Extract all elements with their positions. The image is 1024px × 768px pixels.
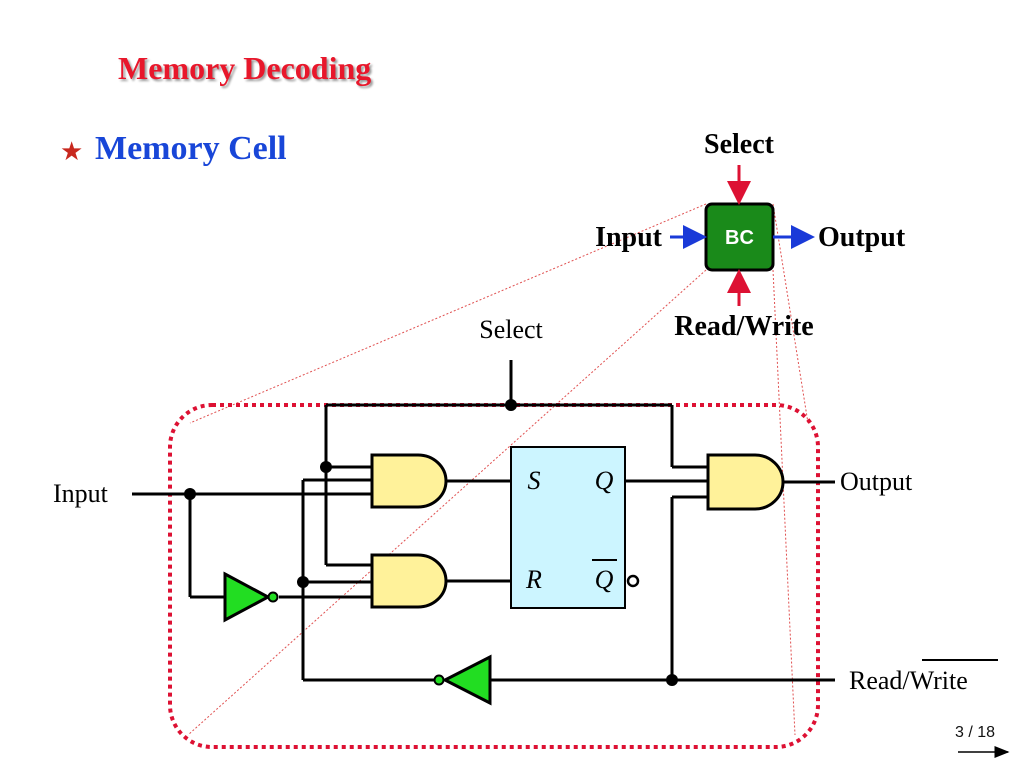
inverter-input-icon [223,571,279,623]
ff-q-label: Q [595,466,614,495]
circuit-wires [132,360,835,682]
zoom-projection-lines [187,203,809,736]
star-bullet-icon: ★ [60,137,84,166]
circuit-readwrite-label: Read/Write [849,666,968,695]
bc-output-label: Output [818,222,906,253]
and-gate-reset [370,553,448,609]
bc-select-label: Select [704,129,775,160]
sr-flip-flop: S R Q Q [510,446,640,609]
page-number: 3 / 18 [955,724,996,741]
slide-title: Memory Decoding [118,50,372,86]
bc-readwrite-label: Read/Write [674,311,813,342]
bullet-memory-cell: Memory Cell [95,130,287,167]
bc-input-label: Input [595,222,663,253]
circuit-select-label: Select [479,315,543,344]
bc-block-symbol: BC Select Input Output Read/Write [595,129,906,342]
qbar-bubble-icon [626,574,640,588]
inverter-readwrite-icon [433,654,492,706]
ff-qbar-label: Q [595,565,614,594]
circuit-output-label: Output [840,467,913,496]
bc-box-label: BC [725,227,754,249]
circuit-input-label: Input [53,479,109,508]
and-gate-output [706,453,785,511]
ff-s-label: S [528,466,541,495]
junction-dots [184,399,678,686]
ff-r-label: R [525,565,542,594]
and-gate-set [370,453,448,509]
